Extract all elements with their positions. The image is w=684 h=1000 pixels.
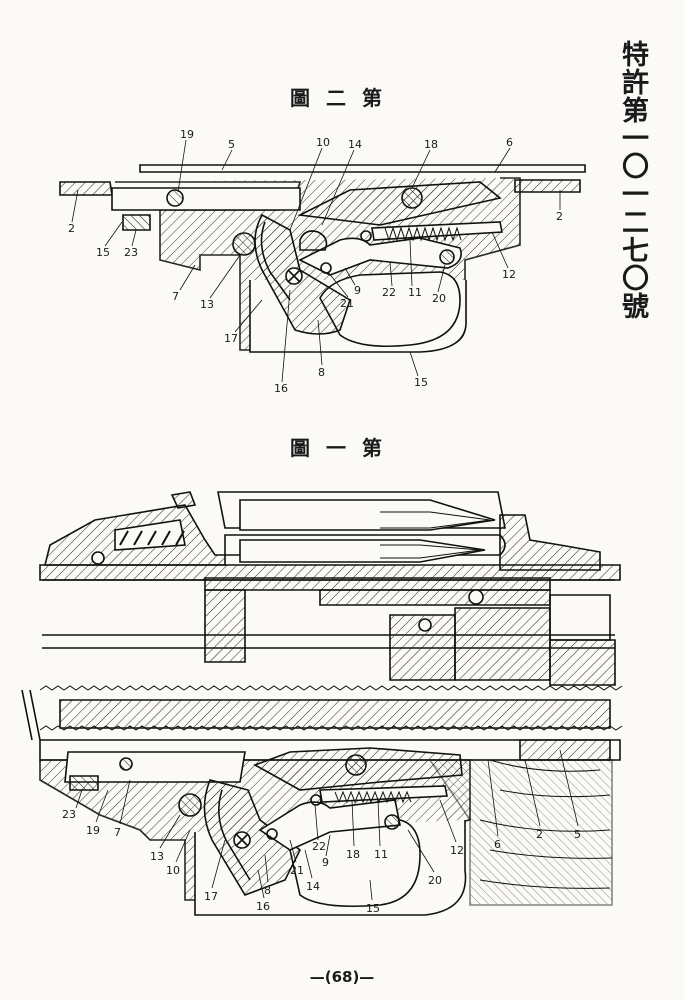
fig1-label: 21 bbox=[290, 864, 304, 877]
fig1-label: 20 bbox=[428, 874, 442, 887]
fig2-label: 10 bbox=[316, 136, 330, 149]
figure-2-drawing bbox=[59, 164, 586, 353]
fig2-label: 17 bbox=[224, 332, 238, 345]
fig1-label: 16 bbox=[256, 900, 270, 913]
figure-2-title: 圖二第 bbox=[290, 86, 398, 110]
fig2-label: 2 bbox=[556, 210, 563, 223]
fig2-label: 15 bbox=[414, 376, 428, 389]
fig2-label: 23 bbox=[124, 246, 138, 259]
page-number-value: 68 bbox=[331, 968, 353, 986]
fig1-label: 2 bbox=[536, 828, 543, 841]
fig2-label: 21 bbox=[340, 297, 354, 310]
fig2-label: 8 bbox=[318, 366, 325, 379]
figure-2-leader-lines bbox=[71, 139, 561, 383]
figure-1-part-labels: 23 19 7 13 10 17 16 8 21 14 22 9 18 11 1… bbox=[62, 808, 581, 915]
fig2-label: 7 bbox=[172, 290, 179, 303]
fig2-label: 12 bbox=[502, 268, 516, 281]
fig2-label: 22 bbox=[382, 286, 396, 299]
fig2-label: 20 bbox=[432, 292, 446, 305]
fig2-label: 14 bbox=[348, 138, 362, 151]
fig1-label: 7 bbox=[114, 826, 121, 839]
fig1-label: 10 bbox=[166, 864, 180, 877]
figure-1-leader-lines bbox=[75, 749, 579, 901]
figure-1-drawing bbox=[21, 491, 623, 916]
fig1-label: 12 bbox=[450, 844, 464, 857]
fig1-label: 18 bbox=[346, 848, 360, 861]
page-number: —(68)— bbox=[309, 968, 375, 986]
fig1-label: 23 bbox=[62, 808, 76, 821]
fig1-label: 14 bbox=[306, 880, 320, 893]
figure-2-part-labels: 19 5 10 14 18 6 2 2 15 23 7 13 17 16 8 1… bbox=[68, 128, 563, 395]
fig2-label: 6 bbox=[506, 136, 513, 149]
figure-1-title: 圖一第 bbox=[290, 436, 398, 460]
fig1-label: 22 bbox=[312, 840, 326, 853]
fig2-label: 15 bbox=[96, 246, 110, 259]
fig1-label: 9 bbox=[322, 856, 329, 869]
fig1-label: 8 bbox=[264, 884, 271, 897]
fig2-label: 5 bbox=[228, 138, 235, 151]
fig2-label: 11 bbox=[408, 286, 422, 299]
fig2-label: 19 bbox=[180, 128, 194, 141]
fig2-label: 16 bbox=[274, 382, 288, 395]
fig2-label: 13 bbox=[200, 298, 214, 311]
fig2-label: 18 bbox=[424, 138, 438, 151]
fig1-label: 19 bbox=[86, 824, 100, 837]
fig2-label: 9 bbox=[354, 284, 361, 297]
fig1-label: 17 bbox=[204, 890, 218, 903]
fig2-label: 2 bbox=[68, 222, 75, 235]
patent-title: 特許第一〇一二七〇號 bbox=[617, 40, 648, 320]
fig1-label: 6 bbox=[494, 838, 501, 851]
fig1-label: 13 bbox=[150, 850, 164, 863]
fig1-label: 11 bbox=[374, 848, 388, 861]
fig1-label: 5 bbox=[574, 828, 581, 841]
fig1-label: 15 bbox=[366, 902, 380, 915]
